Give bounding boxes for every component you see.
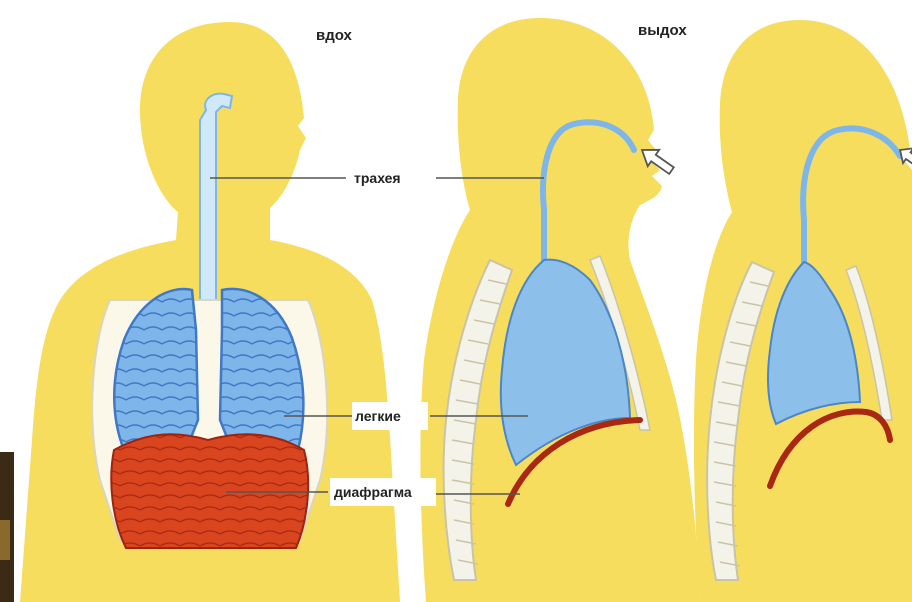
figure-front bbox=[20, 22, 400, 602]
figure-side-inhale bbox=[420, 18, 700, 602]
header-exhale: выдох bbox=[638, 22, 687, 39]
label-diaphragm: диафрагма bbox=[334, 484, 412, 500]
figure-side-exhale bbox=[694, 20, 912, 602]
label-trachea: трахея bbox=[354, 170, 401, 186]
header-inhale: вдох bbox=[316, 27, 353, 44]
label-lungs: легкие bbox=[355, 408, 401, 424]
diaphragm-front bbox=[111, 434, 308, 548]
